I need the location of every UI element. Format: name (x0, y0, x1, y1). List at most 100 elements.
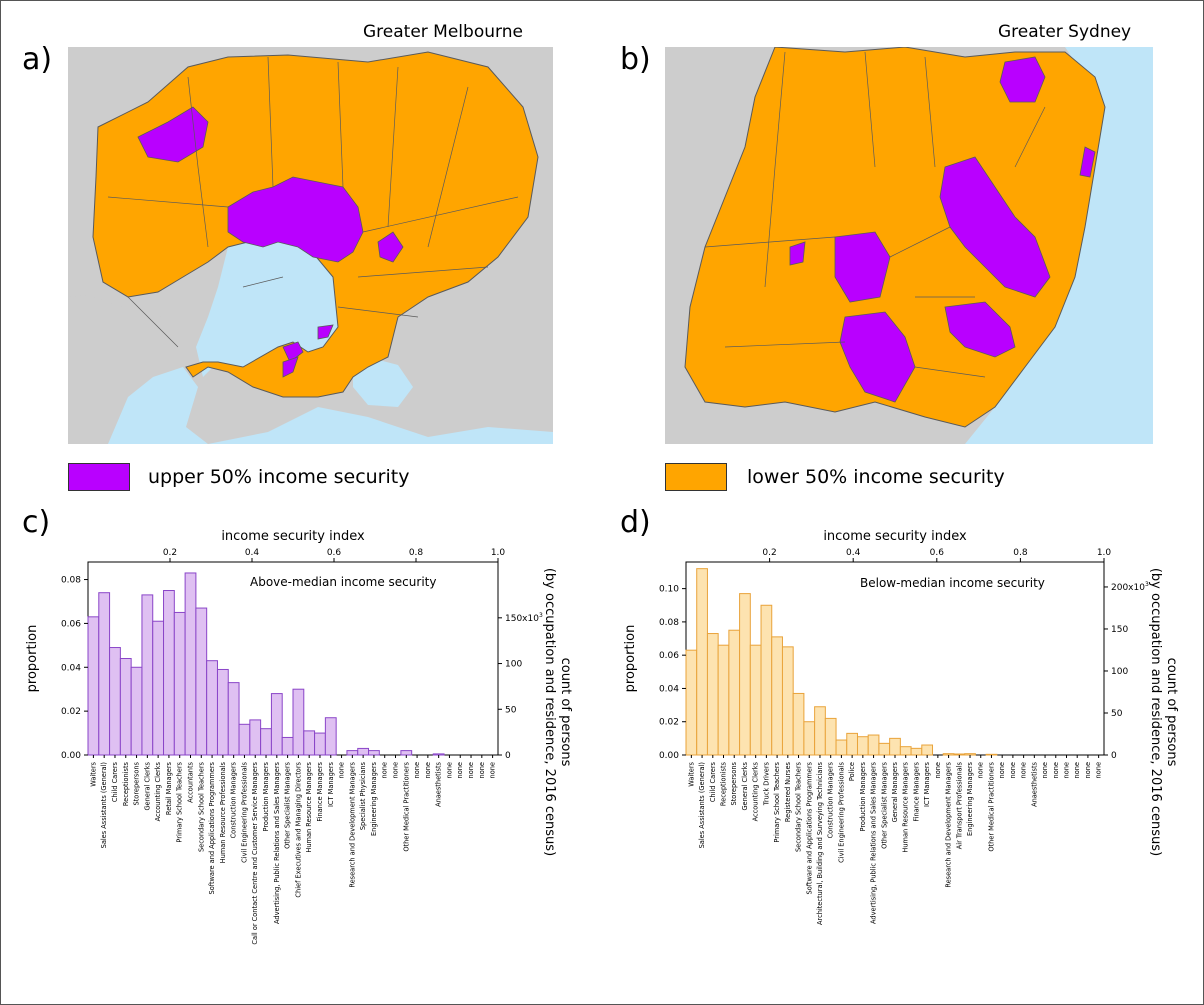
bar (867, 734, 880, 756)
bar (728, 629, 741, 756)
x-category-label: none (489, 762, 497, 778)
bar (303, 730, 316, 756)
sydney-map (665, 47, 1153, 444)
x-category-label: Accountants (187, 761, 195, 802)
x-category-label: Waiters (687, 761, 695, 786)
legend-upper-swatch (68, 463, 130, 491)
x-category-label: Engineering Managers (370, 761, 378, 836)
right-tick-label: 50 (1111, 709, 1123, 719)
x-category-label: Child Carers (111, 761, 119, 802)
chart-title: Below-median income security (860, 576, 1045, 590)
x-category-label: Accounting Clerks (752, 761, 760, 821)
x-category-label: Call or Contact Centre and Customer Serv… (251, 761, 259, 944)
y-tick-label: 0.08 (61, 576, 81, 586)
bar (357, 747, 370, 756)
right-tick-label: 150x103 (505, 612, 543, 624)
bar (910, 747, 923, 756)
sydney-upper-southwest (839, 311, 916, 403)
x-category-label: General Clerks (143, 761, 151, 810)
x-category-label: Human Resource Professionals (219, 761, 227, 863)
bar (717, 644, 730, 756)
x-category-label: Truck Drivers (762, 761, 770, 806)
bar (130, 666, 143, 756)
bar (270, 693, 283, 756)
x-category-label: General Clerks (741, 761, 749, 810)
x-category-label: none (478, 762, 486, 778)
x-category-label: none (445, 762, 453, 778)
bar (739, 593, 751, 756)
x-category-label: Secondary School Teachers (795, 761, 803, 852)
bar (760, 604, 773, 756)
y-tick-label: 0.10 (659, 585, 679, 595)
x-category-label: none (1052, 762, 1060, 778)
right-axis-label-line1: count of persons (1164, 658, 1179, 767)
panel-b-city: Greater Sydney (998, 22, 1132, 42)
y-tick-label: 0.02 (61, 707, 81, 717)
x-category-label: Software and Applications Programmers (805, 761, 813, 894)
right-tick-label: 100 (1111, 667, 1128, 677)
x-category-label: Civil Engineering Professionals (837, 761, 845, 862)
panel-d-letter: d) (620, 505, 651, 540)
bar (109, 647, 121, 756)
x-category-label: none (1020, 762, 1028, 778)
x-category-label: none (977, 762, 985, 778)
melbourne-upper-west (137, 106, 209, 163)
y-axis-label: proportion (25, 625, 40, 693)
melbourne-upper-peninsula (317, 324, 334, 340)
bar (814, 706, 826, 756)
x-category-label: Sales Assistants (General) (100, 762, 108, 848)
x-category-label: ICT Managers (923, 761, 931, 807)
x-category-label: Registered Nurses (784, 761, 792, 822)
x-category-label: none (1041, 762, 1049, 778)
y-tick-label: 0.04 (659, 684, 679, 694)
bar (856, 736, 869, 756)
x-category-label: none (1095, 762, 1103, 778)
x-category-label: Human Resource Managers (305, 761, 313, 852)
right-tick-label: 100 (505, 660, 522, 670)
right-tick-label: 0 (505, 751, 511, 761)
x-category-label: ICT Managers (327, 761, 335, 807)
x-category-label: none (424, 762, 432, 778)
bar (346, 750, 359, 756)
top-tick-label: 0.6 (930, 548, 945, 558)
bar (314, 732, 326, 756)
x-category-label: Air Transport Professionals (955, 761, 963, 849)
x-category-label: Specialist Physicians (359, 761, 367, 830)
top-tick-label: 0.6 (327, 548, 342, 558)
y-tick-label: 0.02 (659, 718, 679, 728)
bar (835, 739, 848, 756)
bar (953, 753, 966, 756)
bar (152, 620, 165, 756)
panel-c-letter: c) (22, 505, 51, 540)
bar (824, 717, 837, 756)
x-category-label: Finance Managers (912, 761, 920, 821)
x-category-label: Other Specialist Managers (880, 761, 888, 848)
x-category-label: none (338, 762, 346, 778)
chart-d-below-median: 0.000.020.040.060.080.10050100150200x103… (623, 529, 1179, 925)
bar (87, 616, 100, 756)
sydney-upper-south (944, 301, 1016, 358)
bar (899, 746, 912, 756)
x-category-label: Production Managers (262, 761, 270, 831)
x-category-label: Retail Managers (165, 761, 173, 815)
bar (400, 750, 413, 756)
melbourne-upper-central (227, 176, 364, 263)
bar (184, 572, 197, 756)
bar (98, 592, 111, 756)
top-tick-label: 0.4 (846, 548, 861, 558)
melbourne-boundaries (107, 56, 519, 348)
x-category-label: Sales Assistants (General) (698, 762, 706, 848)
x-category-label: Other Medical Practitioners (402, 761, 410, 851)
bar (985, 753, 998, 756)
bar (964, 753, 976, 756)
top-tick-label: 0.8 (409, 548, 424, 558)
x-category-label: Engineering Managers (966, 761, 974, 836)
sydney-upper-west (834, 231, 891, 303)
sydney-upper-north (999, 56, 1046, 103)
x-category-label: Chief Executives and Managing Directors (294, 761, 302, 897)
bar (803, 721, 816, 756)
x-category-label: Other Specialist Managers (284, 761, 292, 848)
melbourne-upper-east (377, 231, 404, 263)
bar (292, 688, 305, 756)
top-tick-label: 1.0 (491, 548, 506, 558)
